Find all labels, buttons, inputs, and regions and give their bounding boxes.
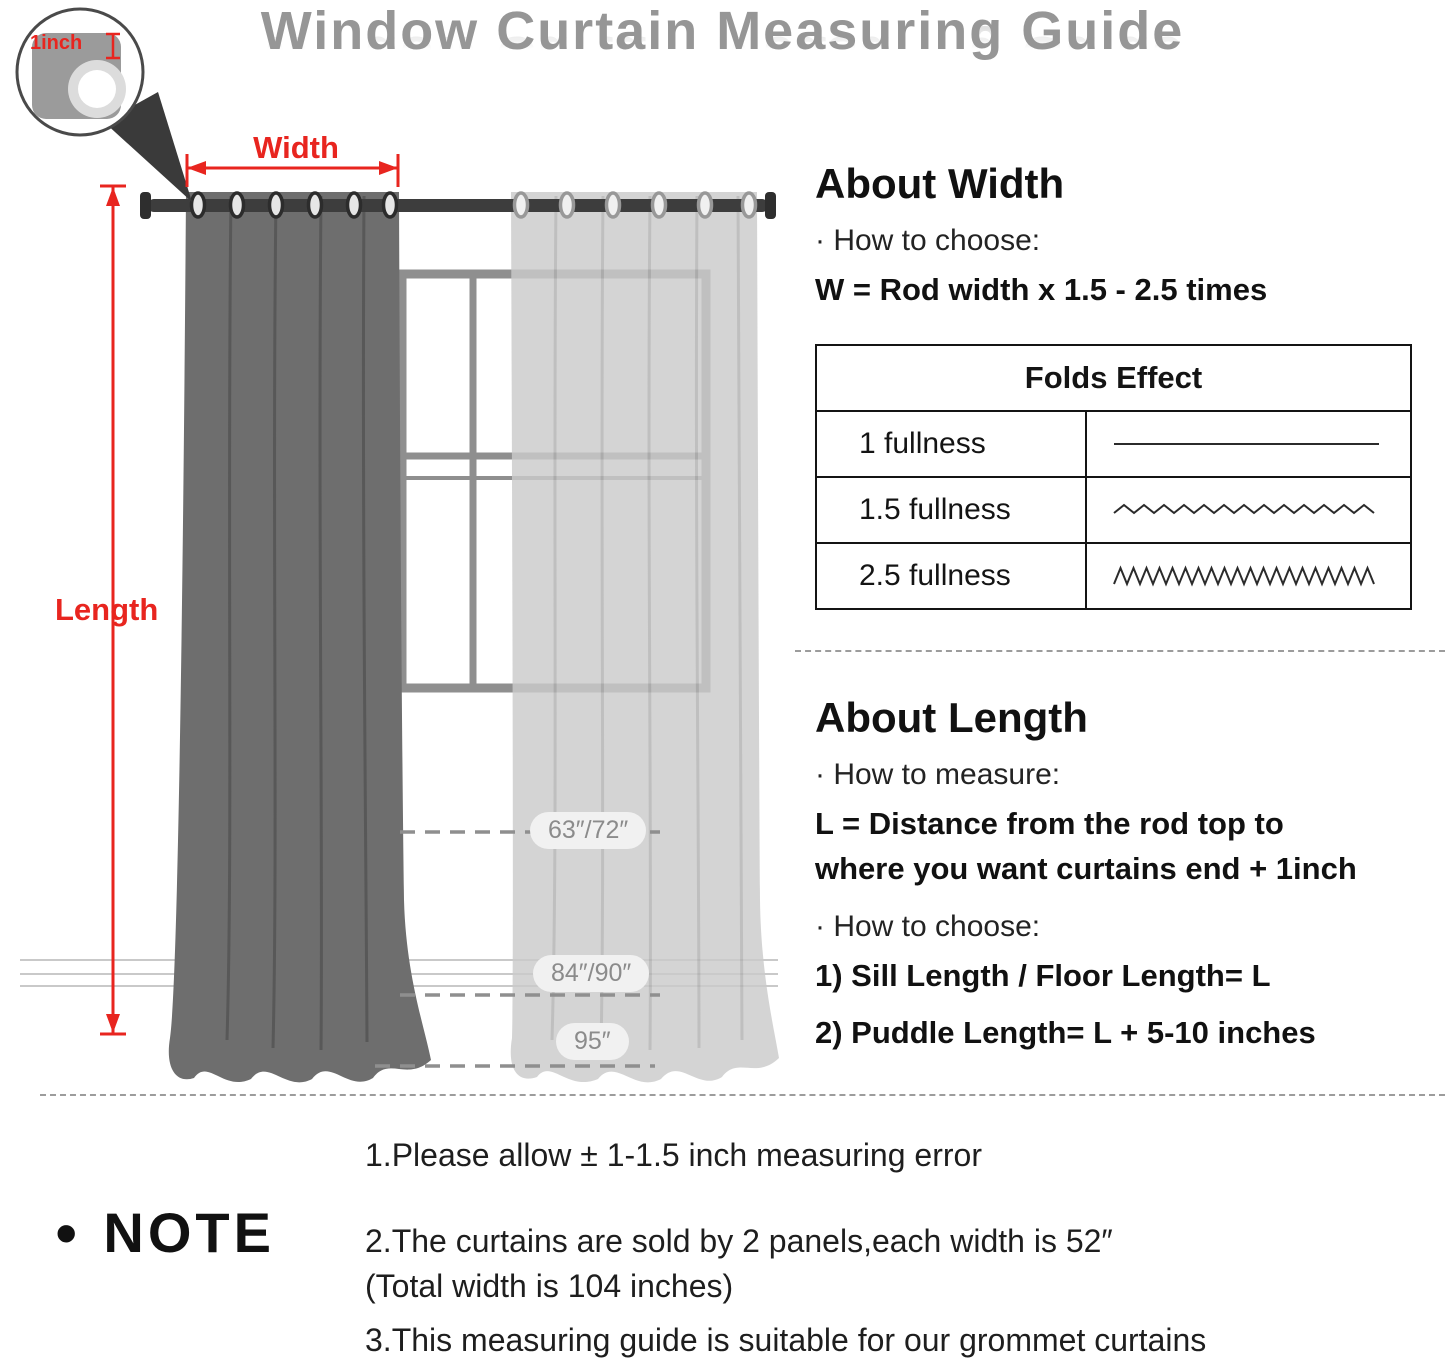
about-width-section: About Width · How to choose: W = Rod wid… — [815, 160, 1445, 321]
length-option-2: 2) Puddle Length= L + 5-10 inches — [815, 1014, 1316, 1050]
fullness-label: 1 fullness — [817, 412, 1087, 476]
table-row: 1.5 fullness — [817, 476, 1410, 542]
width-how-to-choose: · How to choose: — [815, 224, 1041, 257]
length-formula-line2: where you want curtains end + 1inch — [815, 850, 1357, 886]
width-label: Width — [253, 130, 339, 165]
floor-lines — [20, 959, 778, 987]
curtain-rod — [140, 192, 776, 219]
note-item: 1.Please allow ± 1-1.5 inch measuring er… — [365, 1137, 982, 1173]
grommets-dark — [189, 191, 399, 219]
fold-pattern-dense-zigzag — [1087, 544, 1410, 608]
length-how-to-measure: · How to measure: — [815, 758, 1061, 791]
blackout-curtain-panel — [168, 192, 431, 1083]
note-heading: • NOTE — [55, 1200, 275, 1265]
sheer-curtain-panel — [510, 192, 779, 1083]
table-row: 1 fullness — [817, 410, 1410, 476]
length-option-1: 1) Sill Length / Floor Length= L — [815, 957, 1271, 993]
about-width-heading: About Width — [815, 160, 1065, 207]
marker-floor-length: 84″/90″ — [533, 955, 650, 992]
note-word: NOTE — [103, 1201, 275, 1264]
note-list: 1.Please allow ± 1-1.5 inch measuring er… — [365, 1136, 1445, 1360]
note-item: (Total width is 104 inches) — [365, 1267, 734, 1304]
table-row: 2.5 fullness — [817, 542, 1410, 608]
fullness-label: 2.5 fullness — [817, 544, 1087, 608]
about-length-heading: About Length — [815, 694, 1088, 741]
note-divider — [40, 1094, 1445, 1096]
marker-sill-length: 63″/72″ — [530, 812, 647, 849]
length-formula-line1: L = Distance from the rod top to — [815, 806, 1284, 841]
fold-pattern-loose-zigzag — [1087, 478, 1410, 542]
fullness-label: 1.5 fullness — [817, 478, 1087, 542]
folds-table-header: Folds Effect — [1024, 360, 1203, 395]
fold-pattern-straight-line — [1087, 412, 1410, 476]
folds-effect-table: Folds Effect 1 fullness 1.5 fullness 2.5… — [815, 344, 1412, 610]
about-length-section: About Length · How to measure: L = Dista… — [815, 694, 1445, 1064]
length-label: Length — [55, 592, 159, 627]
one-inch-label: 1inch — [30, 32, 83, 54]
section-divider — [795, 650, 1445, 652]
window-frame — [397, 269, 711, 693]
marker-puddle-length: 95″ — [556, 1023, 629, 1060]
note-item: 2.The curtains are sold by 2 panels,each… — [365, 1223, 1113, 1260]
length-how-to-choose: · How to choose: — [815, 909, 1041, 943]
grommet-ring-icon — [68, 60, 126, 118]
width-formula: W = Rod width x 1.5 - 2.5 times — [815, 272, 1268, 307]
grommets-sheer — [512, 191, 758, 219]
note-bullet-icon: • — [55, 1196, 78, 1269]
note-item: 3.This measuring guide is suitable for o… — [365, 1322, 1207, 1359]
page-title: Window Curtain Measuring Guide — [260, 1, 1185, 61]
